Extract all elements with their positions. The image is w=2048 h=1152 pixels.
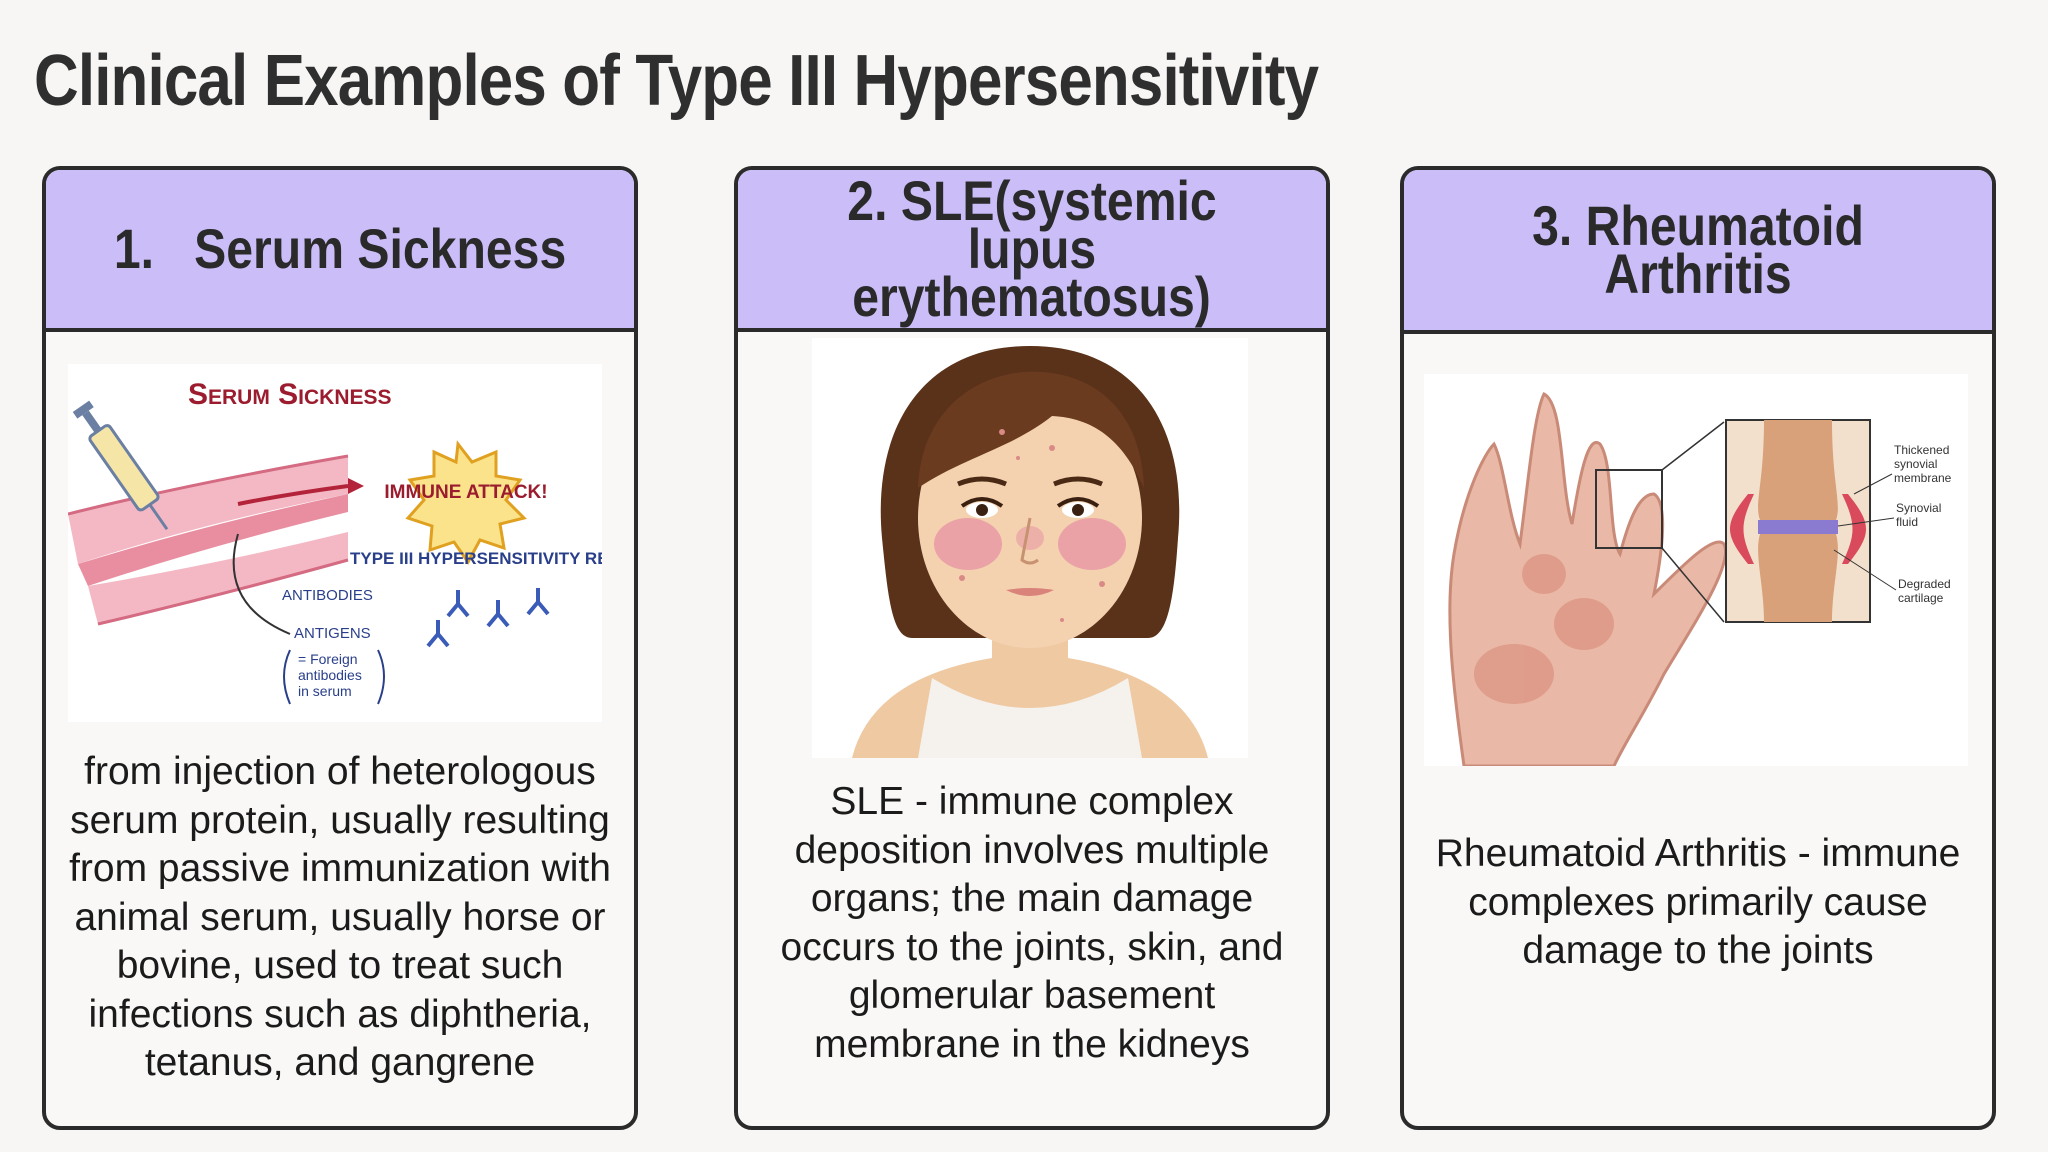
card-heading: 2. SLE(systemic lupus erythematosus)	[738, 170, 1326, 332]
card-serum-sickness: 1. Serum Sickness Serum Sickness IMMUNE …	[42, 166, 638, 1130]
serum-sickness-illustration: Serum Sickness IMMUNE ATTACK! TYPE III H…	[67, 364, 634, 722]
svg-text:IMMUNE ATTACK!: IMMUNE ATTACK!	[384, 482, 547, 503]
illustration-title: Serum Sickness	[188, 378, 392, 411]
svg-text:membrane: membrane	[1894, 471, 1952, 485]
sle-face-illustration	[812, 338, 1248, 758]
card-description: Rheumatoid Arthritis - immune complexes …	[1435, 832, 1961, 972]
svg-text:ANTIGENS: ANTIGENS	[294, 625, 371, 642]
page-title: Clinical Examples of Type III Hypersensi…	[34, 41, 1319, 121]
immune-attack-burst	[405, 440, 527, 565]
vessel-wall	[68, 456, 348, 564]
svg-text:in serum: in serum	[298, 683, 352, 699]
svg-text:antibodies: antibodies	[298, 667, 362, 683]
svg-text:cartilage: cartilage	[1898, 591, 1944, 605]
rheumatoid-hand-illustration: Thickened synovial membrane Synovial flu…	[1424, 374, 1968, 768]
svg-text:ANTIBODIES: ANTIBODIES	[282, 587, 373, 604]
svg-text:Degraded: Degraded	[1898, 577, 1951, 591]
svg-text:Synovial: Synovial	[1896, 501, 1941, 515]
svg-text:= Foreign: = Foreign	[298, 651, 358, 667]
svg-text:synovial: synovial	[1894, 457, 1937, 471]
card-heading: 1. Serum Sickness	[46, 170, 634, 332]
svg-text:TYPE III HYPERSENSITIVITY REAC: TYPE III HYPERSENSITIVITY REACTION	[350, 549, 602, 568]
antibody-icons	[426, 588, 550, 648]
svg-text:fluid: fluid	[1896, 515, 1918, 529]
card-sle: 2. SLE(systemic lupus erythematosus)	[734, 166, 1330, 1130]
syringe-icon	[72, 400, 169, 531]
card-rheumatoid-arthritis: 3. Rheumatoid Arthritis Thickened syno	[1400, 166, 1996, 1130]
card-description: SLE - immune complex deposition involves…	[780, 780, 1284, 1066]
card-description: from injection of heterologous serum pro…	[69, 750, 611, 1084]
card-heading: 3. Rheumatoid Arthritis	[1404, 170, 1992, 334]
svg-text:Thickened: Thickened	[1894, 443, 1949, 457]
